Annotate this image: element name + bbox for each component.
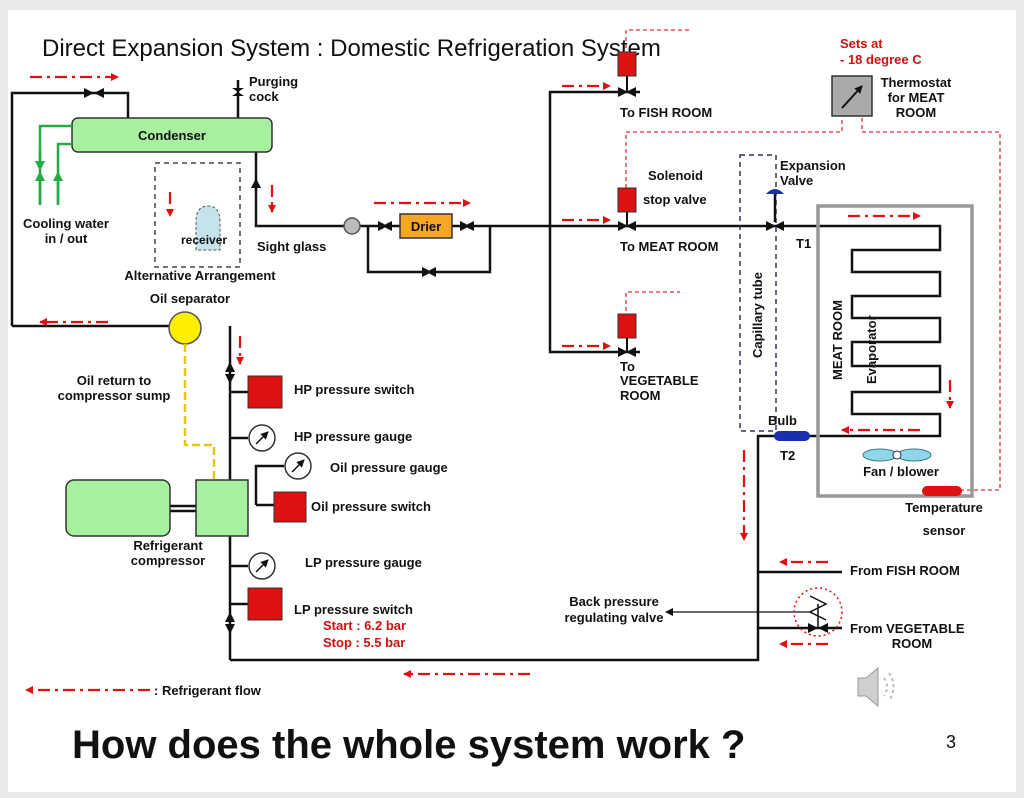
lp-start-label: Start : 6.2 bar xyxy=(323,618,406,633)
oil-return-label-2: compressor sump xyxy=(58,388,171,403)
oil-gauge-label: Oil pressure gauge xyxy=(330,460,448,475)
sight-glass-label: Sight glass xyxy=(257,239,326,254)
oil-switch-label: Oil pressure switch xyxy=(311,499,431,514)
cooling-water-label-2: in / out xyxy=(45,231,88,246)
oil-return-label-1: Oil return to xyxy=(77,373,151,388)
purging-cock-label-1: Purging xyxy=(249,74,298,89)
slide-title: Direct Expansion System : Domestic Refri… xyxy=(42,35,661,62)
condenser xyxy=(71,117,273,153)
to-vegetable-label-1: To xyxy=(620,359,635,374)
from-vegetable-label-2: ROOM xyxy=(892,636,932,651)
compressor-label-2: compressor xyxy=(131,553,205,568)
meat-room-label: MEAT ROOM xyxy=(830,300,845,380)
expansion-valve-label-2: Valve xyxy=(780,173,813,188)
t1-label: T1 xyxy=(796,236,811,251)
capillary-tube-box xyxy=(739,154,777,432)
expansion-valve-head-icon xyxy=(766,189,784,194)
temperature-sensor-label-2: sensor xyxy=(923,523,966,538)
purging-cock-label-2: cock xyxy=(249,89,279,104)
t2-label: T2 xyxy=(780,448,795,463)
purging-cock-valve-icon xyxy=(232,88,244,96)
hp-pressure-switch xyxy=(247,375,283,409)
thermostat-label-1: Thermostat xyxy=(881,75,952,90)
refrigerant-compressor xyxy=(195,479,249,537)
meat-room-valve-icon xyxy=(618,221,636,231)
oil-pressure-switch xyxy=(273,491,307,523)
lp-gauge-label: LP pressure gauge xyxy=(305,555,422,570)
lp-switch-label: LP pressure switch xyxy=(294,602,413,617)
compressor-label-1: Refrigerant xyxy=(133,538,203,553)
oil-return-line xyxy=(183,344,216,480)
control-wiring xyxy=(625,29,1001,491)
to-vegetable-label-2: VEGETABLE xyxy=(620,373,699,388)
meat-room-box xyxy=(816,204,974,498)
receiver-tank xyxy=(195,205,221,251)
discharge-valve-icon xyxy=(225,362,235,384)
lp-stop-label: Stop : 5.5 bar xyxy=(323,635,405,650)
bypass-valve-icon xyxy=(422,267,436,277)
expansion-valve-icon xyxy=(766,221,784,231)
capillary-tube-label: Capillary tube xyxy=(750,272,765,358)
fan-blower-icon xyxy=(862,448,932,462)
thermostat-label-2: for MEAT xyxy=(888,90,945,105)
from-vegetable-label-1: From VEGETABLE xyxy=(850,621,965,636)
drier xyxy=(399,213,453,239)
vegetable-room-valve-icon xyxy=(618,347,636,357)
page-number: 3 xyxy=(946,732,956,752)
thermostat-label-3: ROOM xyxy=(896,105,936,120)
sets-at-label-1: Sets at xyxy=(840,36,883,51)
compressor-motor xyxy=(65,479,171,537)
from-fish-room-label: From FISH ROOM xyxy=(850,563,960,578)
flow-arrows xyxy=(25,73,954,694)
evaporator-label: Evaporator xyxy=(864,315,879,384)
condenser-inlet-valve-icon xyxy=(84,88,104,98)
question-heading: How does the whole system work ? xyxy=(72,723,745,767)
sensing-bulb xyxy=(774,431,810,441)
to-vegetable-label-3: ROOM xyxy=(620,388,660,403)
hp-switch-label: HP pressure switch xyxy=(294,382,414,397)
drier-inlet-valve-icon xyxy=(378,221,392,231)
receiver-label: receiver xyxy=(181,233,227,247)
drier-outlet-valve-icon xyxy=(460,221,474,231)
expansion-valve-label-1: Expansion xyxy=(780,158,846,173)
hp-gauge-label: HP pressure gauge xyxy=(294,429,412,444)
vegetable-room-solenoid xyxy=(617,313,637,339)
lp-pressure-switch xyxy=(247,587,283,621)
back-pressure-label-2: regulating valve xyxy=(565,610,664,625)
sight-glass xyxy=(343,217,361,235)
condenser-outlet-valve-icon xyxy=(251,178,261,188)
back-pressure-label-1: Back pressure xyxy=(569,594,659,609)
oil-separator xyxy=(168,311,202,345)
speaker-icon[interactable] xyxy=(857,666,895,708)
temperature-sensor xyxy=(922,486,962,496)
meat-room-solenoid xyxy=(617,187,637,213)
fan-blower-label: Fan / blower xyxy=(863,464,939,479)
cooling-water-lines xyxy=(35,124,72,205)
legend-label: : Refrigerant flow xyxy=(154,683,262,698)
suction-valve-icon xyxy=(225,612,235,634)
temperature-sensor-label-1: Temperature xyxy=(905,500,983,515)
to-fish-room-label: To FISH ROOM xyxy=(620,105,712,120)
oil-separator-label: Oil separator xyxy=(150,291,230,306)
condenser-label: Condenser xyxy=(138,128,206,143)
fish-room-valve-icon xyxy=(618,87,636,97)
sets-at-label-2: - 18 degree C xyxy=(840,52,922,67)
alternative-arrangement-box xyxy=(154,162,241,268)
fish-room-solenoid xyxy=(617,51,637,77)
solenoid-label-2: stop valve xyxy=(643,192,707,207)
back-pressure-valve-icon xyxy=(808,595,828,628)
cooling-water-label-1: Cooling water xyxy=(23,216,109,231)
bulb-label: Bulb xyxy=(768,413,797,428)
drier-label: Drier xyxy=(411,219,441,234)
alternative-arrangement-label: Alternative Arrangement xyxy=(124,268,276,283)
solenoid-label-1: Solenoid xyxy=(648,168,703,183)
back-pressure-valve-circle xyxy=(793,587,843,637)
to-meat-room-label: To MEAT ROOM xyxy=(620,239,718,254)
